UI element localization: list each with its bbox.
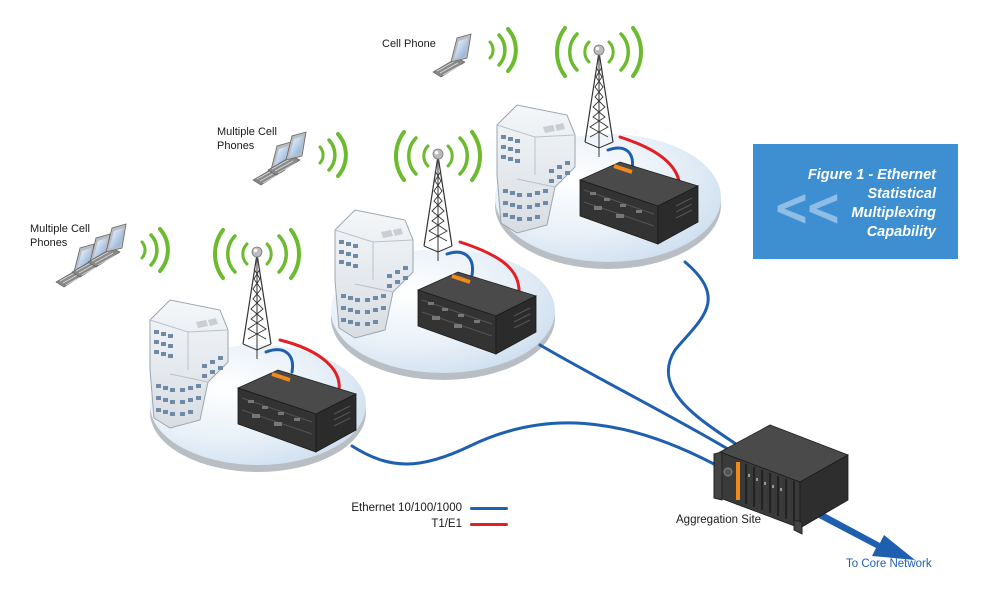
legend-label: Ethernet 10/100/1000 (351, 502, 462, 514)
legend-label: T1/E1 (431, 518, 462, 530)
aggregation-chassis (713, 424, 849, 535)
legend-swatch-t1e1 (470, 522, 508, 526)
label-multiple-cell-phones-middle: Multiple Cell Phones (217, 126, 277, 152)
figure-title: Figure 1 - Ethernet Statistical Multiple… (808, 166, 936, 242)
t1e1-cable-left (278, 338, 341, 397)
ethernet-drop-middle (445, 250, 475, 277)
label-to-core-network: To Core Network (846, 558, 932, 570)
double-chevron-left-icon: << (773, 178, 842, 238)
label-cell-phone: Cell Phone (382, 38, 436, 50)
phone-signal-icon (318, 132, 348, 178)
ethernet-cable-top (666, 260, 744, 450)
label-multiple-cell-phones-left: Multiple Cell Phones (30, 223, 90, 249)
ethernet-cable-middle (538, 343, 740, 457)
figure-caption-box: << Figure 1 - Ethernet Statistical Multi… (753, 144, 958, 259)
core-network-arrow-icon (796, 500, 915, 560)
legend: Ethernet 10/100/1000 T1/E1 (320, 500, 508, 532)
ethernet-cable-left (350, 421, 727, 472)
legend-item-t1e1: T1/E1 (320, 516, 508, 532)
ethernet-backhaul (350, 260, 744, 472)
cell-phone-icon (432, 33, 472, 78)
figure-title-line: Statistical (867, 186, 937, 202)
phone-group-top (432, 27, 518, 78)
phone-signal-icon (488, 27, 518, 73)
label-aggregation-site: Aggregation Site (676, 514, 762, 526)
ethernet-drop-left (264, 348, 295, 374)
figure-title-line: Figure 1 - Ethernet (807, 167, 936, 183)
legend-swatch-ethernet (470, 506, 508, 510)
legend-item-ethernet: Ethernet 10/100/1000 (320, 500, 508, 516)
figure-title-line: Capability (866, 224, 936, 240)
figure-title-line: Multiplexing (851, 205, 936, 221)
phone-signal-icon (140, 227, 170, 273)
